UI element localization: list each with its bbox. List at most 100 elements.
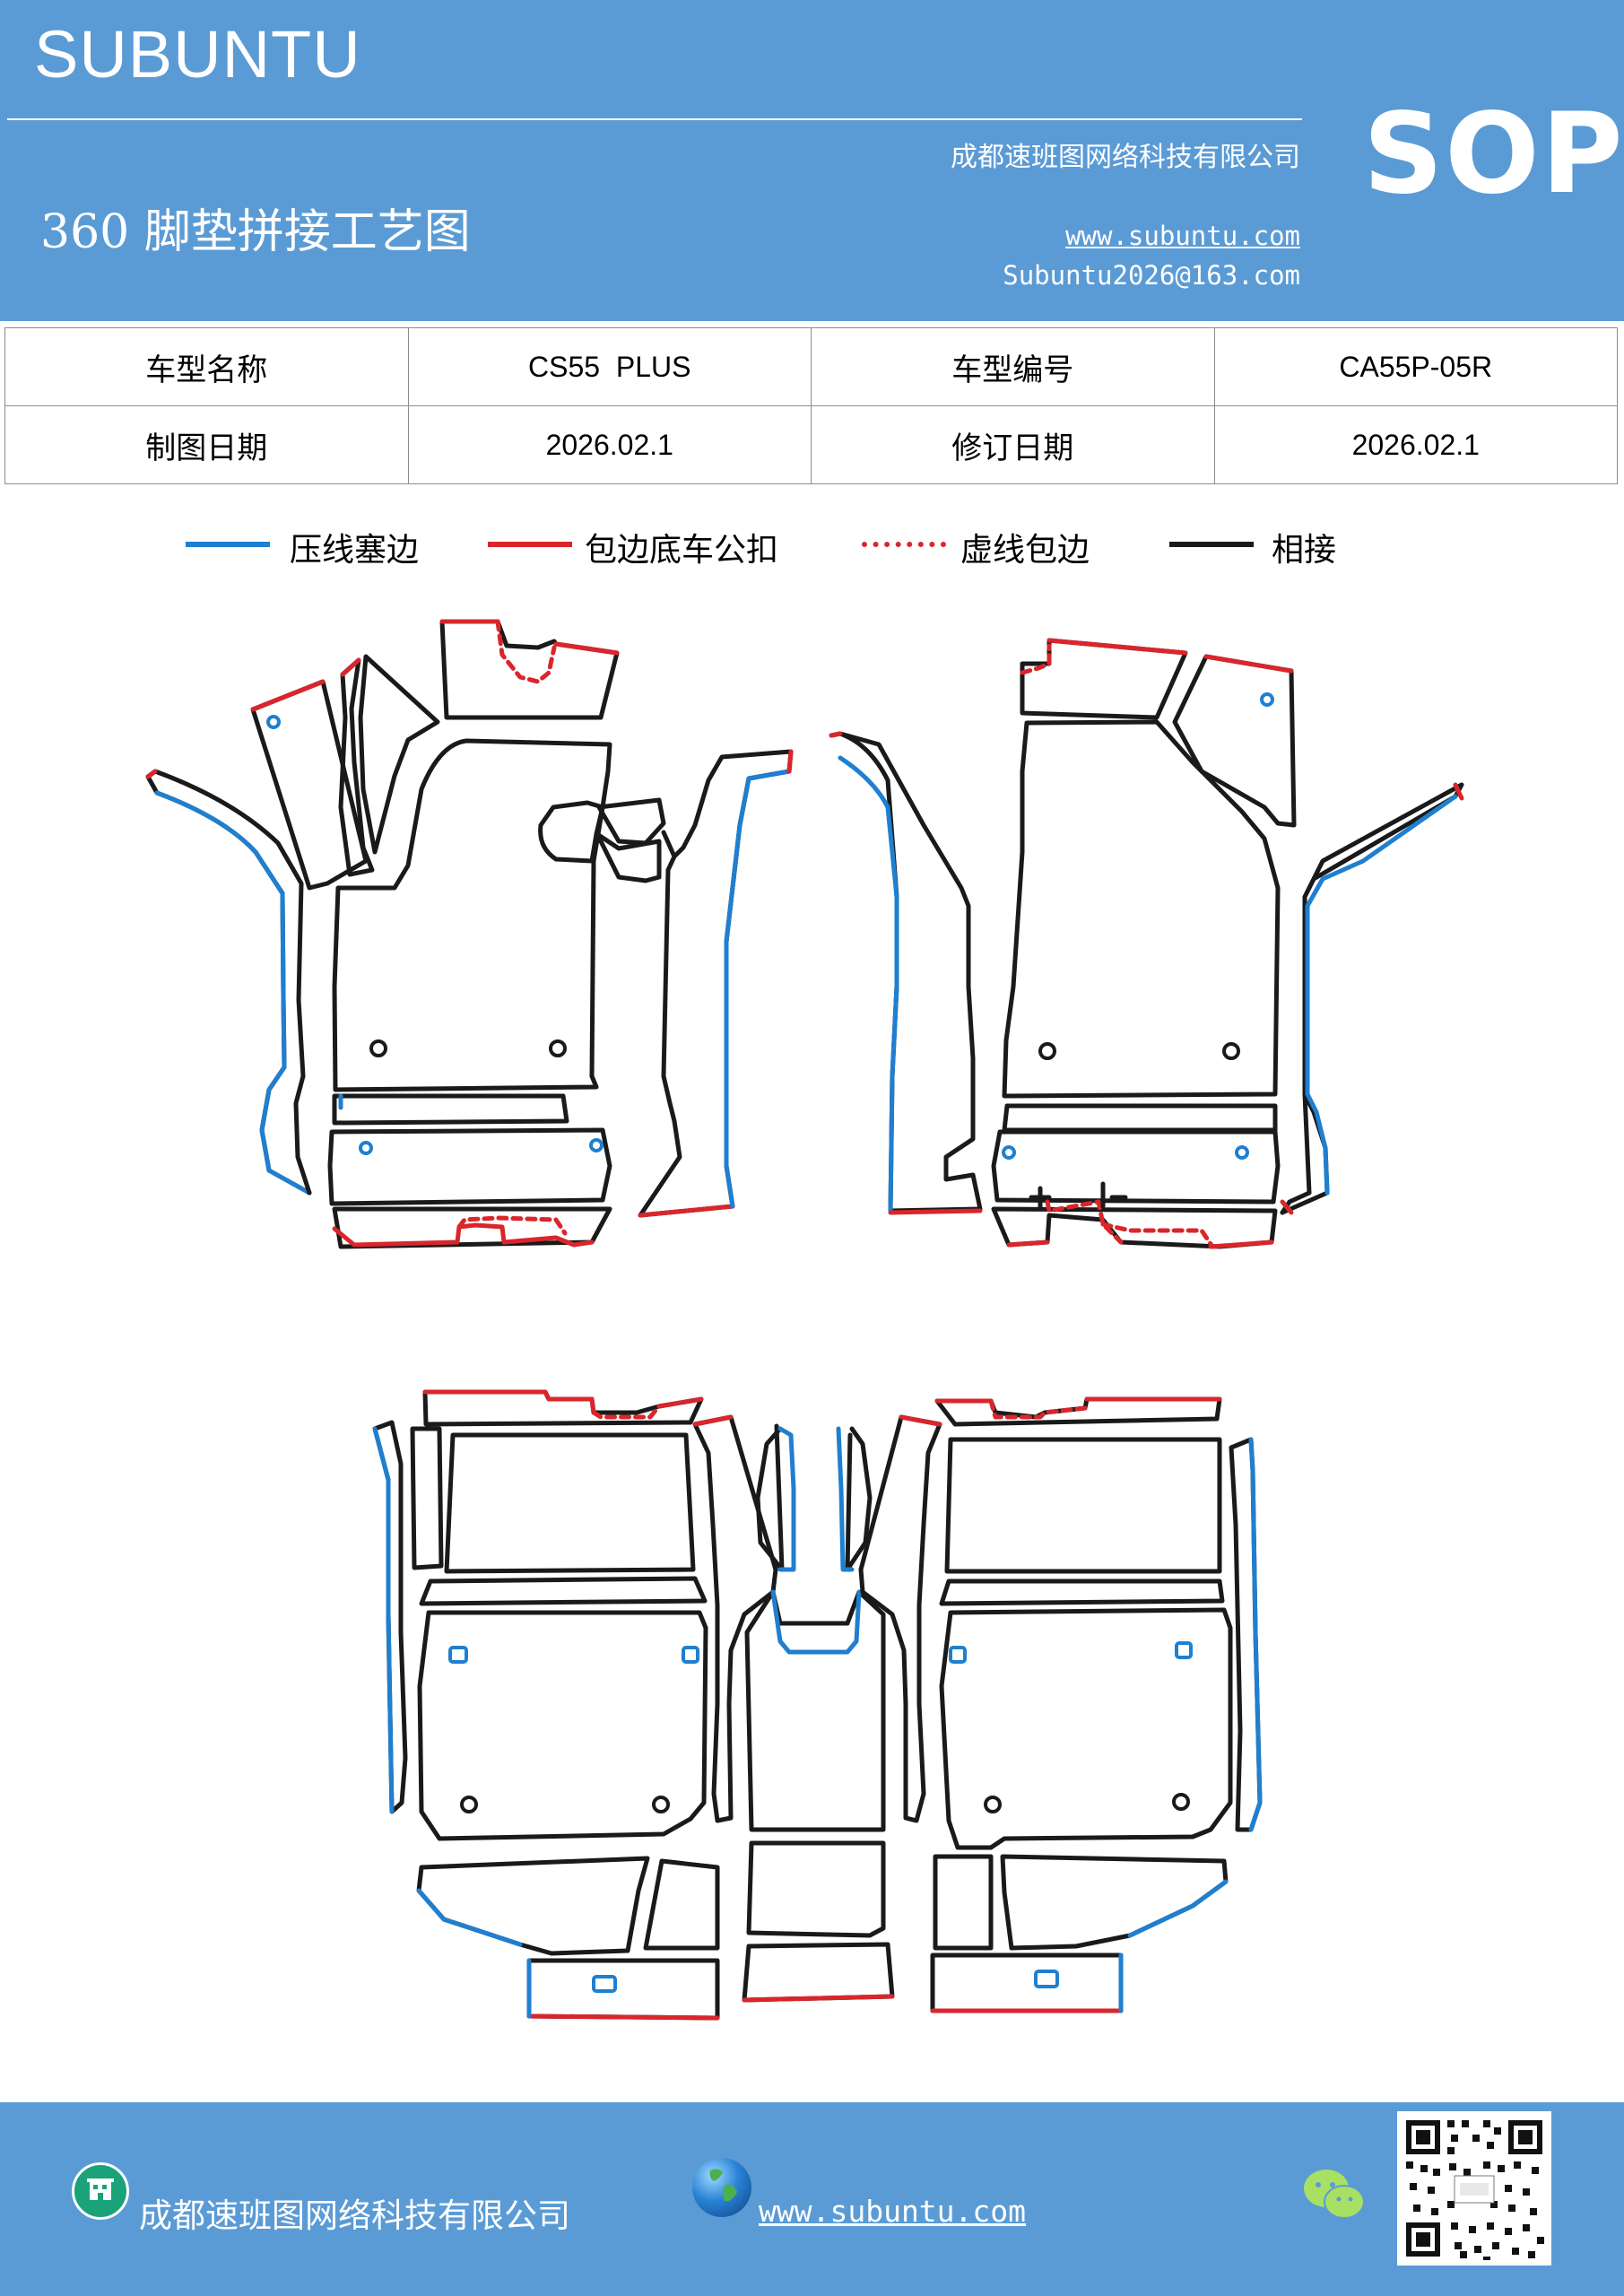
email-address: Subuntu2026@163.com <box>1003 260 1300 291</box>
mat-piece <box>456 1215 568 1236</box>
floor-mat-splice-diagram <box>145 619 1464 2021</box>
mat-piece <box>332 1222 595 1248</box>
mat-piece <box>422 1389 596 1415</box>
mat-piece <box>1203 654 1294 674</box>
mat-piece <box>145 769 158 779</box>
mat-piece <box>1045 1199 1124 1245</box>
mat-piece <box>1006 1239 1050 1248</box>
mat-piece <box>1002 719 1281 1099</box>
mat-piece <box>1208 1239 1274 1249</box>
fastener-hole <box>1235 1145 1249 1160</box>
mat-piece <box>416 1856 650 1956</box>
mat-piece <box>1172 654 1297 828</box>
mat-piece <box>836 1426 855 1572</box>
legend-swatch-red-dotted <box>862 542 946 547</box>
mat-piece <box>742 1994 895 2003</box>
globe-icon <box>692 2158 751 2217</box>
model-name-value: CS55 PLUS <box>407 327 812 406</box>
model-code-label: 车型编号 <box>811 327 1215 406</box>
mat-piece <box>988 1398 1088 1420</box>
table-row: 车型名称 CS55 PLUS 车型编号 CA55P-05R <box>4 327 1618 406</box>
mat-piece <box>746 1840 886 1938</box>
mat-piece <box>338 657 375 877</box>
mat-piece <box>930 1952 1124 2013</box>
mat-piece <box>1127 1879 1229 1938</box>
fastener-hole <box>1222 1042 1240 1060</box>
mat-piece <box>410 1426 444 1570</box>
draw-date-value: 2026.02.1 <box>407 405 812 484</box>
wechat-icon <box>1302 2165 1367 2224</box>
clip-slot <box>592 1975 617 1993</box>
footer-company-name: 成都速班图网络科技有限公司 <box>139 2196 570 2235</box>
mat-piece <box>777 1426 796 1572</box>
model-code-value: CA55P-05R <box>1213 327 1618 406</box>
mat-piece <box>744 1589 886 1832</box>
fastener-hole <box>266 715 281 729</box>
fastener-hole <box>1002 1145 1016 1160</box>
legend-swatch-red <box>488 542 572 547</box>
legend-swatch-black <box>1169 542 1254 547</box>
building-icon <box>72 2162 129 2220</box>
mat-piece <box>526 2013 720 2021</box>
mat-piece <box>638 830 682 1218</box>
fastener-hole <box>369 1039 387 1057</box>
header-banner: SUBUNTU 成都速班图网络科技有限公司 360 脚垫拼接工艺图 www.su… <box>0 0 1624 321</box>
table-row: 制图日期 2026.02.1 修订日期 2026.02.1 <box>4 405 1618 484</box>
mat-piece <box>724 769 792 1209</box>
mat-piece <box>526 1958 720 2021</box>
website-link[interactable]: www.subuntu.com <box>1065 221 1300 251</box>
footer-website-link[interactable]: www.subuntu.com <box>759 2194 1027 2229</box>
mat-piece <box>595 831 662 883</box>
mat-piece <box>770 1589 862 1655</box>
qr-code <box>1397 2111 1551 2266</box>
fastener-hole <box>1260 692 1274 707</box>
mat-piece <box>933 1854 994 1951</box>
mat-piece <box>643 1858 720 1951</box>
front-right-mat-group <box>829 638 1464 1249</box>
mat-piece <box>1020 643 1052 675</box>
clip-slot <box>949 1646 967 1664</box>
mat-piece <box>553 641 620 656</box>
mat-piece <box>888 1208 983 1215</box>
mat-piece <box>1453 782 1464 801</box>
legend-label: 包边底车公扣 <box>585 532 779 569</box>
fastener-hole <box>549 1039 567 1057</box>
mat-piece <box>327 1127 612 1206</box>
mat-piece <box>1046 638 1188 656</box>
fastener-hole <box>460 1796 478 1813</box>
fastener-hole <box>359 1141 373 1155</box>
mat-piece <box>332 1093 569 1126</box>
mat-piece <box>838 755 899 1213</box>
mat-piece <box>944 1437 1222 1574</box>
company-name: 成都速班图网络科技有限公司 <box>951 142 1300 173</box>
rear-mat-group <box>372 1389 1263 2021</box>
clip-slot <box>1034 1970 1059 1988</box>
mat-piece <box>829 731 843 738</box>
mat-piece <box>538 800 605 864</box>
mat-piece <box>692 1414 778 1823</box>
mat-piece <box>786 749 794 774</box>
mat-piece <box>692 1414 734 1427</box>
mat-piece <box>340 657 361 677</box>
legend-swatch-blue <box>186 542 270 547</box>
mat-piece <box>1029 1181 1128 1209</box>
mat-piece <box>991 1129 1281 1205</box>
model-name-label: 车型名称 <box>4 327 409 406</box>
mat-piece <box>358 654 440 855</box>
mat-piece <box>829 731 983 1213</box>
mat-piece <box>250 679 326 712</box>
fastener-hole <box>589 1138 604 1152</box>
fastener-hole <box>652 1796 670 1813</box>
mat-piece <box>656 1396 704 1409</box>
mat-piece <box>495 619 557 684</box>
fastener-hole <box>984 1796 1002 1813</box>
legend-label: 虚线包边 <box>960 532 1090 569</box>
mat-piece <box>1000 1854 1229 1951</box>
clip-slot <box>1175 1641 1193 1659</box>
mat-piece <box>444 1432 696 1574</box>
page-title: 360 脚垫拼接工艺图 <box>40 205 471 259</box>
mat-piece <box>416 1888 523 1947</box>
draw-date-label: 制图日期 <box>4 405 409 484</box>
mat-piece <box>417 1610 708 1841</box>
sop-badge: SOP <box>1363 90 1624 219</box>
